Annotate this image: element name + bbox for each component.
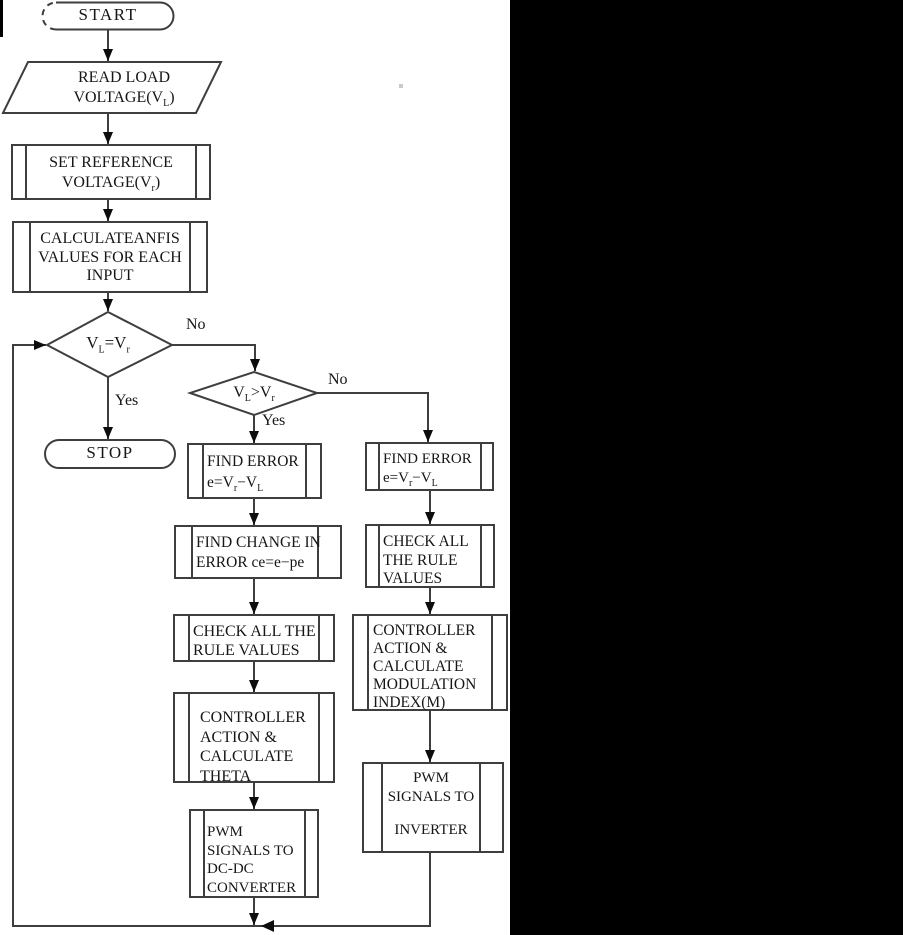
controller-right-line5: INDEX(M) [373, 694, 446, 711]
find-error-right-formula: e=Vr−VL [383, 470, 438, 489]
check-left-line1: CHECK ALL THE [193, 623, 316, 640]
controller-left-line4: THETA [200, 767, 252, 785]
find-change-line1: FIND CHANGE IN [196, 534, 321, 551]
controller-right-line1: CONTROLLER [373, 622, 476, 639]
decision1-yes-label: Yes [115, 392, 139, 409]
controller-right-line4: MODULATION [373, 676, 477, 693]
start-terminator-shape [56, 3, 174, 30]
decision2-yes-label: Yes [262, 412, 286, 429]
return-left-arrowhead [261, 920, 274, 932]
pwm-left-label: PWM SIGNALS TO DC-DC CONVERTER [207, 823, 296, 897]
check-right-line1: CHECK ALL [383, 533, 469, 550]
decision2-no-label: No [328, 371, 348, 388]
set-ref-line2: VOLTAGE(Vr) [61, 174, 161, 195]
check-left-label: CHECK ALL THE RULE VALUES [193, 622, 316, 660]
controller-left-line3: CALCULATE [200, 748, 294, 765]
calc-anfis-box-shape [13, 222, 207, 292]
pwm-right-line3: INVERTER [394, 822, 468, 838]
pwm-right-box-shape [363, 763, 503, 852]
controller-left-line2: ACTION & [200, 728, 277, 746]
check-right-line3: VALUES [383, 570, 443, 587]
pwm-right-line2: SIGNALS TO [387, 789, 475, 805]
find-error-left-line1: FIND ERROR [207, 453, 299, 470]
pwm-right-line1: PWM [413, 770, 449, 786]
scan-edge-artifact [0, 0, 3, 37]
read-load-line1: READ LOAD [78, 69, 170, 86]
decision2-label: VL>Vr [233, 384, 275, 405]
read-load-io-shape [3, 62, 221, 113]
check-left-line2: RULE VALUES [193, 642, 300, 659]
pwm-left-line4: CONVERTER [207, 879, 297, 896]
scan-speck-artifact [399, 84, 403, 88]
read-load-line2: VOLTAGE(VL) [73, 89, 175, 110]
find-change-label: FIND CHANGE IN ERROR ce=e−pe [196, 533, 321, 573]
calc-anfis-label: CALCULATEANFIS VALUES FOR EACH INPUT [22, 230, 198, 286]
check-right-line2: THE RULE [383, 551, 458, 569]
find-change-line2: ERROR ce=e−pe [196, 554, 305, 571]
find-error-left-label: FIND ERROR e=Vr−VL [207, 451, 299, 495]
controller-left-line1: CONTROLLER [200, 709, 306, 726]
check-right-label: CHECK ALL THE RULE VALUES [383, 533, 469, 589]
controller-right-line3: CALCULATE [373, 658, 464, 675]
stop-label: STOP [86, 443, 134, 462]
find-error-right-line1: FIND ERROR [383, 451, 472, 467]
start-label: START [78, 5, 138, 24]
calc-anfis-line2: VALUES FOR EACH [38, 248, 182, 266]
controller-right-label: CONTROLLER ACTION & CALCULATE MODULATION… [373, 622, 476, 712]
pwm-left-line3: DC-DC [207, 861, 254, 877]
controller-right-line2: ACTION & [373, 640, 448, 657]
connector-decision2-no [317, 393, 433, 442]
set-ref-box-shape [12, 145, 210, 199]
pwm-left-line2: SIGNALS TO [207, 842, 294, 859]
calc-anfis-line1: CALCULATEANFIS [40, 230, 180, 247]
read-load-label: READ LOAD VOLTAGE(VL) [50, 68, 198, 110]
pwm-right-label: PWM SIGNALS TO INVERTER [382, 769, 480, 840]
set-ref-label: SET REFERENCE VOLTAGE(Vr) [28, 153, 194, 195]
connector-return-loop [13, 340, 430, 926]
decision1-label: VL=Vr [86, 333, 130, 356]
black-filler-panel [510, 0, 903, 935]
controller-left-label: CONTROLLER ACTION & CALCULATE THETA [200, 708, 306, 786]
start-terminator-left-cap [43, 3, 57, 30]
stop-terminator-shape [45, 440, 175, 468]
set-ref-line1: SET REFERENCE [49, 154, 173, 171]
pwm-left-line1: PWM [207, 824, 243, 840]
find-error-right-label: FIND ERROR e=Vr−VL [383, 450, 472, 489]
calc-anfis-line3: INPUT [86, 267, 134, 284]
decision1-no-label: No [186, 316, 206, 333]
connector-decision1-no [172, 345, 260, 371]
find-error-left-formula: e=Vr−VL [207, 474, 264, 495]
find-change-box-shape [175, 526, 341, 578]
